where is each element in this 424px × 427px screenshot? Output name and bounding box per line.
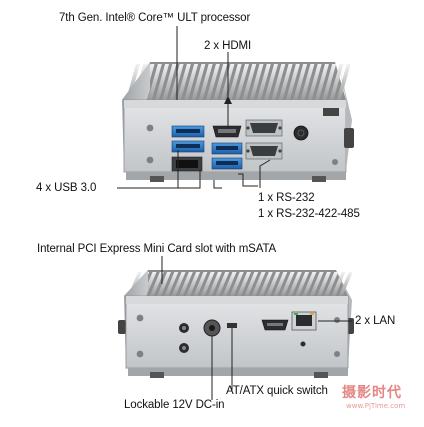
heatsink-fin	[316, 272, 331, 296]
heatsink-fin	[242, 64, 257, 100]
bottom-device	[118, 256, 354, 400]
heatsink-fin	[176, 64, 191, 100]
heatsink-fin	[273, 272, 288, 296]
heatsink-fin	[302, 272, 317, 296]
heatsink-fin	[149, 272, 164, 296]
heatsink-fin	[184, 64, 199, 100]
heatsink-fin	[249, 64, 264, 100]
heatsink-fin	[237, 272, 251, 296]
hdmi-ports	[212, 125, 242, 138]
heatsink-fin	[200, 272, 215, 296]
heatsink-fin	[251, 272, 266, 296]
heatsink-fin	[309, 272, 324, 296]
heatsink-fin	[229, 272, 244, 296]
rs232-ports	[245, 119, 283, 160]
heatsink-fin	[324, 272, 339, 296]
heatsink-fin	[271, 64, 286, 100]
heatsink-fin	[307, 64, 322, 100]
dc-in-label: Lockable 12V DC-in	[124, 399, 225, 411]
heatsink-fin	[266, 272, 281, 296]
heatsink-fin	[213, 64, 228, 100]
heatsink-fin	[220, 64, 235, 100]
lan-label: 2 x LAN	[355, 315, 396, 327]
heatsink-fin	[300, 64, 315, 100]
heatsink-fin	[329, 64, 344, 100]
heatsink-fin	[178, 272, 193, 296]
heatsink-fin	[336, 64, 351, 100]
heatsink-fin	[227, 64, 242, 100]
usb-label: 4 x USB 3.0	[36, 182, 97, 194]
heatsink-fin	[295, 272, 310, 296]
usb-port-stack-right	[211, 142, 243, 170]
top-device	[117, 26, 354, 189]
mini-card-label: Internal PCI Express Mini Card slot with…	[37, 243, 277, 255]
rs232-label: 1 x RS-232	[258, 192, 315, 204]
bottom-leader-lines	[161, 256, 352, 400]
heatsink-fin	[198, 64, 213, 100]
heatsink-fin	[215, 272, 230, 296]
heatsink-fin	[207, 272, 222, 296]
heatsink-fin	[338, 272, 353, 296]
heatsink-fin	[171, 272, 186, 296]
heatsink-fin	[244, 272, 259, 296]
heatsink-fin	[258, 272, 273, 296]
atx-switch-label: AT/ATX quick switch	[226, 385, 328, 397]
heatsink-fin	[322, 64, 337, 100]
heatsink-fin	[191, 64, 206, 100]
watermark-url: www.PjTime.com	[346, 402, 406, 410]
heatsink-fin	[331, 272, 346, 296]
brand-logo-icon	[323, 108, 339, 116]
top-device-heatsink-fins	[126, 64, 351, 100]
heatsink-fin	[147, 64, 162, 100]
heatsink-fin	[186, 272, 201, 296]
heatsink-fin	[256, 64, 271, 100]
usb-port-stack-left	[171, 125, 205, 153]
heatsink-fin	[285, 64, 300, 100]
power-button-icon	[293, 125, 309, 141]
processor-label: 7th Gen. Intel® Core™ ULT processor	[59, 12, 251, 24]
heatsink-fin	[155, 64, 170, 100]
atx-switch-icon	[227, 323, 237, 328]
heatsink-fin	[278, 64, 293, 100]
heatsink-fin	[293, 64, 308, 100]
watermark-logo: 摄影时代	[342, 385, 402, 401]
heatsink-fin	[205, 64, 220, 100]
heatsink-fin	[280, 272, 295, 296]
heatsink-fin	[157, 272, 172, 296]
heatsink-fin	[193, 272, 208, 296]
heatsink-fin	[162, 64, 177, 100]
hdmi-label: 2 x HDMI	[204, 40, 252, 52]
heatsink-fin	[222, 272, 237, 296]
heatsink-fin	[164, 272, 179, 296]
heatsink-fin	[287, 272, 302, 296]
heatsink-fin	[264, 64, 279, 100]
heatsink-fin	[235, 64, 249, 100]
heatsink-fin	[314, 64, 329, 100]
top-leader-lines	[117, 26, 271, 189]
rs232-422-485-label: 1 x RS-232-422-485	[258, 208, 360, 220]
